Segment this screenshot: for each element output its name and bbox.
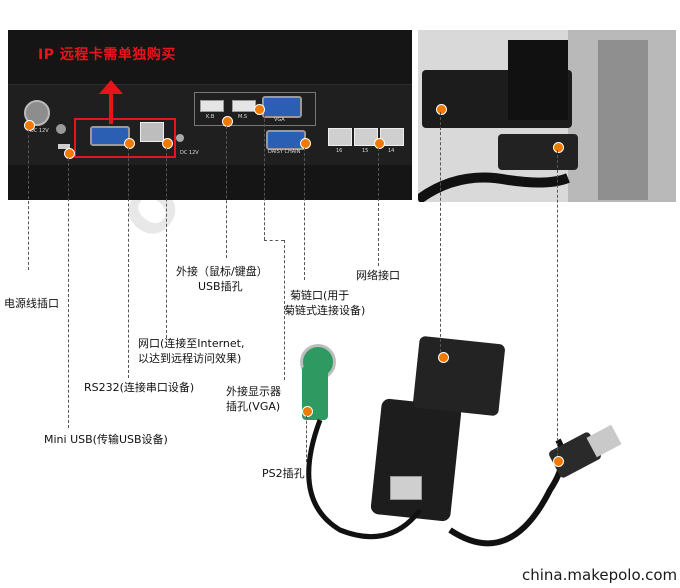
ms-label: M.S — [238, 114, 248, 120]
usb-link-line — [557, 150, 558, 456]
rs232-port — [90, 126, 130, 146]
usb-label-line1: 外接（鼠标/键盘） — [176, 265, 268, 278]
daisy-chain-label: DAISY CHAIN — [268, 149, 301, 155]
usb-label-line2: USB插孔 — [198, 280, 243, 293]
vga-label: VGA — [274, 117, 285, 123]
lan-14-label: 14 — [388, 148, 395, 154]
vga-leader-3 — [284, 240, 285, 380]
vga-label-line2: 插孔(VGA) — [226, 400, 281, 413]
usb-vga-group-frame — [194, 92, 316, 126]
adapter-link-line — [440, 112, 441, 352]
miniusb-callout-dot — [64, 148, 75, 159]
rs232-label: RS232(连接串口设备) — [84, 381, 195, 394]
daisy-leader — [304, 148, 305, 280]
kb-usb-port — [200, 100, 224, 112]
daisy-label-line1: 菊链口(用于 — [290, 289, 350, 302]
usb-leader — [226, 126, 227, 258]
mini-usb-port — [58, 144, 70, 149]
network-leader — [166, 148, 167, 338]
adapter-cables — [306, 419, 566, 547]
power-socket-label: 电源线插口 — [4, 297, 59, 310]
rs232-callout-dot — [124, 138, 135, 149]
usb-callout-dot-top — [553, 142, 564, 153]
dc-right-label: DC 12V — [180, 150, 199, 156]
ip-card-notice: IP 远程卡需单独购买 — [38, 47, 176, 63]
lan-16-label: 16 — [336, 148, 343, 154]
network-callout-dot — [162, 138, 173, 149]
dc-right-jack — [176, 134, 184, 142]
ground-screw — [56, 124, 66, 134]
ps2-label: PS2插孔 — [262, 467, 305, 480]
lan-leader — [378, 148, 379, 266]
power-leader — [28, 130, 29, 270]
rs232-leader — [128, 148, 129, 378]
usb-callout-dot — [553, 456, 564, 467]
site-watermark: china.makepolo.com — [522, 566, 678, 584]
vga-leader-2 — [264, 240, 284, 241]
lan-callout-dot — [374, 138, 385, 149]
lan-port-16 — [328, 128, 352, 146]
vga-leader-1 — [264, 114, 265, 240]
ip-card-highlight-box — [74, 118, 176, 158]
daisy-label-line2: 菊链式连接设备) — [284, 304, 366, 317]
network-label-line2: 以达到远程访问效果) — [138, 352, 242, 365]
power-callout-dot — [24, 120, 35, 131]
adapter-rj45-port — [390, 476, 422, 500]
dc-left-label: DC 12V — [30, 128, 49, 134]
ps2-callout-dot — [302, 406, 313, 417]
lan-label: 网络接口 — [356, 269, 400, 282]
adapter-callout-dot — [438, 352, 449, 363]
kb-label: K.B — [206, 114, 215, 120]
ps2-leader — [306, 416, 307, 462]
lan-port-15 — [354, 128, 378, 146]
vga-port — [262, 96, 302, 118]
vga-callout-dot — [254, 104, 265, 115]
ip-network-port — [140, 122, 164, 142]
daisy-callout-dot — [300, 138, 311, 149]
adapter-callout-dot-top — [436, 104, 447, 115]
mini-usb-label: Mini USB(传输USB设备) — [44, 433, 168, 446]
vga-label-line1: 外接显示器 — [226, 385, 281, 398]
usb-callout-dot-panel — [222, 116, 233, 127]
network-label-line1: 网口(连接至Internet, — [138, 337, 245, 350]
lan-port-14 — [380, 128, 404, 146]
pc-installation-photo — [418, 30, 676, 202]
lan-15-label: 15 — [362, 148, 369, 154]
miniusb-leader — [68, 158, 69, 428]
